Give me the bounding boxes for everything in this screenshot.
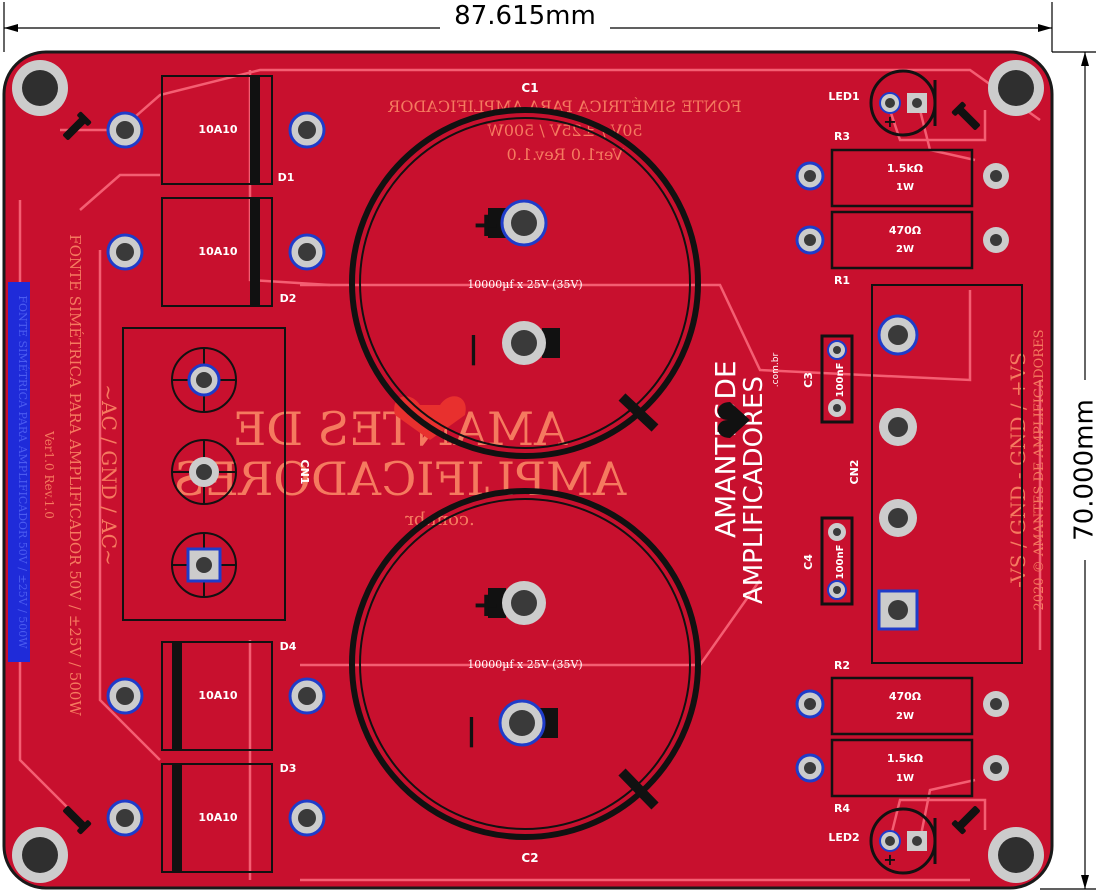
c1-plus: + xyxy=(472,205,501,245)
screw-icons xyxy=(63,101,980,835)
c4-value: 100nF xyxy=(835,545,846,580)
board-outline xyxy=(2,50,1054,890)
r2-watt: 2W xyxy=(896,711,914,722)
height-label: 70.000mm xyxy=(1070,399,1096,541)
bottom-top-rev: Ver1.0 Rev.1.0 xyxy=(507,145,625,164)
bottom-left-rev: Ver1.0 Rev.1.0 xyxy=(42,430,56,519)
r2-value: 470Ω xyxy=(889,690,922,703)
led1-label: LED1 xyxy=(828,90,859,103)
resistor-r3: 1.5kΩ 1W R3 xyxy=(830,130,974,208)
logo-line2: DE xyxy=(709,360,742,399)
d1-value: 10A10 xyxy=(198,123,237,136)
d1-label: D1 xyxy=(278,171,295,184)
c3-label: C3 xyxy=(802,372,815,388)
capacitor-c1: + | 10000µf x 25V (35V) C1 xyxy=(349,81,701,459)
resistor-r2: 470Ω 2W R2 xyxy=(830,659,974,736)
capacitor-c4: 100nF C4 xyxy=(802,516,854,606)
bottom-right-edge: 2020 © AMANTES DE AMPLIFICADORES xyxy=(1032,329,1047,610)
c1-value: 10000µf x 25V (35V) xyxy=(467,278,582,291)
r3-value: 1.5kΩ xyxy=(887,162,924,175)
bottom-silk-left: FONTE SIMÉTRICA PARA AMPLIFICADOR 50V / … xyxy=(42,234,121,716)
c2-plus: + xyxy=(472,585,501,625)
dimension-height: 70.000mm xyxy=(1040,51,1096,890)
logo-web: .com.br xyxy=(771,353,781,388)
logo-line3: AMPLIFICADORES xyxy=(739,376,769,604)
resistor-r4: 1.5kΩ 1W R4 xyxy=(830,738,974,815)
c1-minus: | xyxy=(468,331,479,366)
bottom-top-title: FONTE SIMÉTRICA PARA AMPLIFICADOR xyxy=(387,96,741,116)
led-led2: + LED2 xyxy=(828,807,937,875)
diode-d4: 10A10 D4 xyxy=(161,640,297,751)
r4-value: 1.5kΩ xyxy=(887,752,924,765)
d4-label: D4 xyxy=(280,640,297,653)
d3-value: 10A10 xyxy=(198,811,237,824)
r1-value: 470Ω xyxy=(889,224,922,237)
c2-label: C2 xyxy=(521,851,538,865)
resistor-r1: 470Ω 2W R1 xyxy=(830,210,974,287)
led2-plus: + xyxy=(883,850,896,869)
connector-cn2: CN2 xyxy=(848,284,1023,664)
capacitor-c2: + | 10000µf x 25V (35V) C2 xyxy=(349,488,701,865)
d2-label: D2 xyxy=(280,292,297,305)
cn1-label: CN1 xyxy=(298,460,311,485)
led-led1: + LED1 xyxy=(828,69,937,137)
r1-label: R1 xyxy=(834,274,850,287)
traces xyxy=(18,68,1042,882)
r4-watt: 1W xyxy=(896,773,914,784)
r3-label: R3 xyxy=(834,130,850,143)
bottom-logo-line2: AMPLIFICADORES xyxy=(174,452,628,506)
bottom-cn1-label: ~AC / GND / AC~ xyxy=(97,384,121,565)
diode-d2: 10A10 D2 xyxy=(161,197,297,307)
c4-label: C4 xyxy=(802,554,815,570)
diode-d3: 10A10 D3 xyxy=(161,762,297,873)
c3-value: 100nF xyxy=(835,363,846,398)
mounting-holes xyxy=(12,60,1044,883)
diode-d1: 10A10 D1 xyxy=(161,75,295,185)
bottom-cn2-label: -VS / GND - GND / +VS xyxy=(1006,352,1030,588)
c2-minus: | xyxy=(466,713,477,748)
d4-value: 10A10 xyxy=(198,689,237,702)
c2-value: 10000µf x 25V (35V) xyxy=(467,658,582,671)
dimension-width: 87.615mm xyxy=(3,1,1053,52)
led2-label: LED2 xyxy=(828,831,859,844)
blue-strip xyxy=(8,282,30,662)
r4-label: R4 xyxy=(834,802,850,815)
bottom-left-title: FONTE SIMÉTRICA PARA AMPLIFICADOR 50V / … xyxy=(66,234,84,716)
d2-value: 10A10 xyxy=(198,245,237,258)
capacitor-c3: 100nF C3 xyxy=(802,334,854,424)
led1-plus: + xyxy=(883,112,896,131)
r3-watt: 1W xyxy=(896,182,914,193)
resistor-pads xyxy=(795,161,1009,783)
r2-label: R2 xyxy=(834,659,850,672)
c1-label: C1 xyxy=(521,81,538,95)
logo-heart-icon xyxy=(717,402,750,438)
width-label: 87.615mm xyxy=(454,1,596,31)
r1-watt: 2W xyxy=(896,244,914,255)
cn2-label: CN2 xyxy=(848,460,861,485)
connector-cn1: CN1 xyxy=(122,327,311,621)
logo-top: AMANTES DE AMPLIFICADORES .com.br xyxy=(709,353,781,605)
blue-strip-text: FONTE SIMÉTRICA PARA AMPLIFICADOR 50V / … xyxy=(16,295,30,649)
diode-pads xyxy=(106,111,326,837)
bottom-silk-right: -VS / GND - GND / +VS 2020 © AMANTES DE … xyxy=(1006,329,1047,610)
d3-label: D3 xyxy=(280,762,297,775)
